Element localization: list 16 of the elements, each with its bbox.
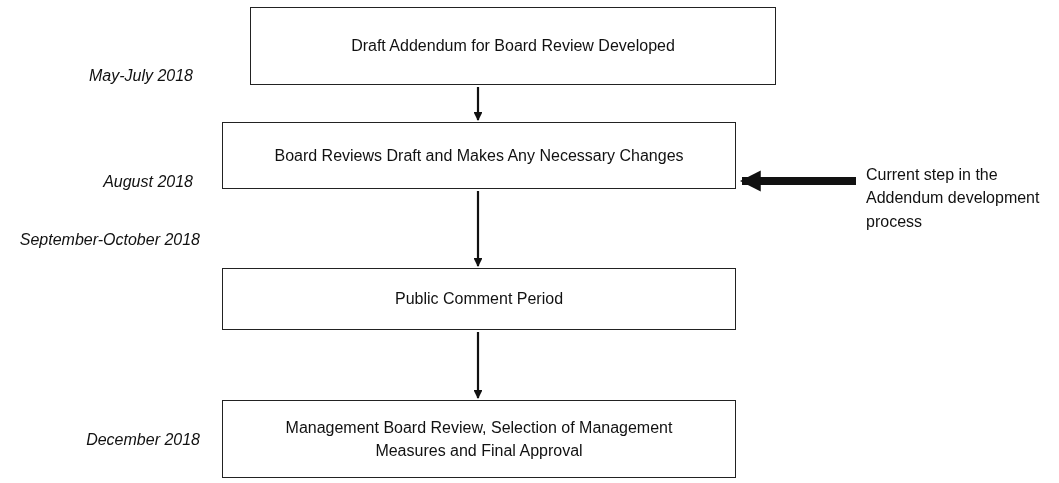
annotation-text: Current step in the Addendum development process <box>866 165 1041 232</box>
process-box <box>222 268 736 330</box>
date-label: December 2018 <box>85 430 200 450</box>
process-box <box>222 400 736 478</box>
process-box <box>250 7 776 85</box>
step-text: Public Comment Period <box>394 289 564 310</box>
arrow <box>473 87 483 121</box>
step-text: Board Reviews Draft and Makes Any Necessary Changes <box>274 145 684 166</box>
date-label: August 2018 <box>101 172 193 192</box>
arrow <box>473 332 483 399</box>
step-text: Draft Addendum for Board Review Developed <box>351 36 675 57</box>
date-label: May-July 2018 <box>87 66 193 86</box>
arrow <box>473 191 483 267</box>
date-label: September-October 2018 <box>18 230 200 250</box>
step-text: Management Board Review, Selection of Management Measures and Final Approval <box>284 417 674 461</box>
process-box <box>222 122 736 189</box>
